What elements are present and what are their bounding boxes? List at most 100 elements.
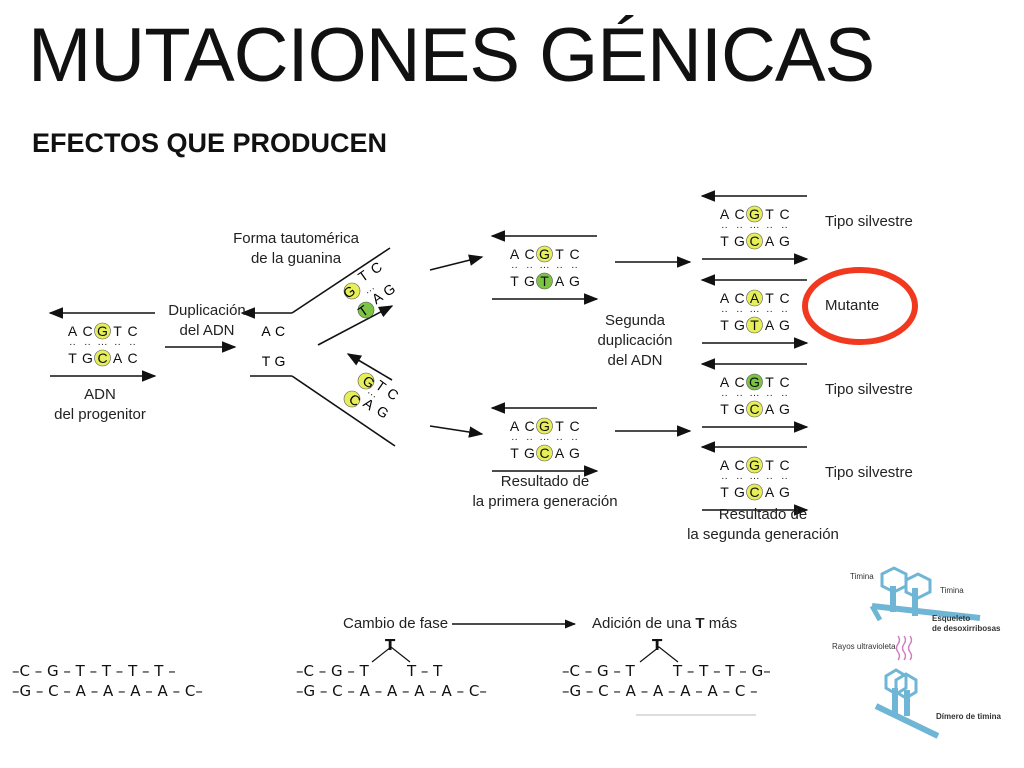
parent-base-top: G xyxy=(97,323,108,339)
fork-base-top: A xyxy=(261,323,271,339)
gen2_1-hbond: ·· xyxy=(721,222,728,233)
fork-lower-arm xyxy=(291,375,396,447)
sequence-1-top: –C – G – T – T – T – T – xyxy=(12,662,176,680)
gen1_bottom-base-top: G xyxy=(539,418,550,434)
gen2_3-base-bottom: G xyxy=(734,401,745,417)
fork-up-base-top: T xyxy=(355,267,372,285)
label-thymine-1: Timina xyxy=(850,572,874,581)
gen1_top-hbond: ·· xyxy=(571,262,578,273)
gen2_2-hbond: ·· xyxy=(736,306,743,317)
gen2_4-base-top: T xyxy=(765,457,774,473)
gen2_4-base-bottom: A xyxy=(765,484,775,500)
gen1_top-base-top: G xyxy=(539,246,550,262)
gen1_bottom-base-bottom: C xyxy=(539,445,549,461)
gen2_4-hbond: ·· xyxy=(736,473,743,484)
gen2_2-highlight-bottom xyxy=(746,316,763,334)
gen1_top-base-bottom: G xyxy=(569,273,580,289)
parent-base-top: A xyxy=(68,323,78,339)
label-wild-type-3: Tipo silvestre xyxy=(825,464,913,481)
gen1_top-base-top: C xyxy=(569,246,579,262)
sequence-1-bottom: –G – C – A – A – A – A – C– xyxy=(12,682,203,700)
divider-line xyxy=(636,714,756,716)
sequence-2-bottom: –G – C – A – A – A – A – C– xyxy=(296,682,487,700)
parent-hbond: ·· xyxy=(69,339,76,350)
gen2_3-base-top: C xyxy=(734,374,744,390)
gen2_4-hbond: ··· xyxy=(750,473,760,484)
gen1_top-highlight-top xyxy=(536,245,553,263)
gen2_3-hbond: ·· xyxy=(781,390,788,401)
sequence-3-top: –C – G – T T – T – T – G– xyxy=(562,662,771,680)
label-wild-type-1: Tipo silvestre xyxy=(825,213,913,230)
parent-hbond: ·· xyxy=(84,339,91,350)
gen1_top-base-top: A xyxy=(510,246,520,262)
gen2_2-base-top: T xyxy=(765,290,774,306)
frameshift-arrows xyxy=(371,619,679,663)
label-second-duplication: Segunda duplicación del ADN xyxy=(597,312,673,369)
sequence-3-bottom: –G – C – A – A – A – A – C – xyxy=(562,682,758,700)
gen1_bottom-base-top: C xyxy=(569,418,579,434)
inserted-t-2: T xyxy=(652,636,663,654)
gen2_1-base-top: G xyxy=(749,206,760,222)
parent-base-bottom: A xyxy=(113,350,123,366)
fork-lower-new-strand xyxy=(346,353,393,381)
gen2_3-hbond: ·· xyxy=(721,390,728,401)
gen1_bottom-hbond: ··· xyxy=(540,434,550,445)
parent-highlight-bottom xyxy=(94,349,111,367)
fork-upper-arm xyxy=(291,247,391,314)
gen2_4-hbond: ·· xyxy=(781,473,788,484)
gen2_1-hbond: ··· xyxy=(750,222,760,233)
gen2_2-hbond: ·· xyxy=(766,306,773,317)
gen1_top-base-bottom: A xyxy=(555,273,565,289)
label-deoxyribose-backbone: Esqueleto de desoxirribosas xyxy=(932,614,1001,633)
label-addition-suffix: más xyxy=(704,615,738,632)
gen2_2-base-bottom: G xyxy=(779,317,790,333)
gen2_4-hbond: ·· xyxy=(721,473,728,484)
gen1_top-hbond: ··· xyxy=(540,262,550,273)
gen2_1-base-bottom: A xyxy=(765,233,775,249)
label-thymine-2: Timina xyxy=(940,586,964,595)
gen1_bottom-base-top: T xyxy=(555,418,564,434)
gen2_1-base-bottom: G xyxy=(734,233,745,249)
gen1_top-base-top: T xyxy=(555,246,564,262)
gen1_top-base-bottom: G xyxy=(524,273,535,289)
fork-down-base-top: C xyxy=(384,384,401,403)
fork-up-highlight-t xyxy=(357,301,375,319)
gen2_2-base-top: C xyxy=(779,290,789,306)
parent-highlight-top xyxy=(94,322,111,340)
label-mutant: Mutante xyxy=(825,297,880,314)
gen2_2-base-top: C xyxy=(734,290,744,306)
gen2_3-base-bottom: G xyxy=(779,401,790,417)
gen2_4-base-top: C xyxy=(734,457,744,473)
parent-base-bottom: G xyxy=(82,350,93,366)
gen2_4-base-bottom: G xyxy=(779,484,790,500)
fork-up-highlight-g xyxy=(343,282,361,300)
label-uv-rays: Rayos ultravioleta xyxy=(832,642,896,651)
gen2_4-base-bottom: C xyxy=(749,484,759,500)
gen2_1-base-bottom: C xyxy=(749,233,759,249)
gen2_3-highlight-top xyxy=(746,373,763,391)
label-addition-bold: T xyxy=(695,615,705,632)
gen1_top-base-bottom: T xyxy=(510,273,519,289)
page-subtitle: EFECTOS QUE PRODUCEN xyxy=(32,128,388,158)
gen2_1-highlight-bottom xyxy=(746,232,763,250)
gen2_1-hbond: ·· xyxy=(736,222,743,233)
gen2_3-base-top: C xyxy=(779,374,789,390)
gen2_1-base-bottom: G xyxy=(779,233,790,249)
gen1_top-base-top: C xyxy=(524,246,534,262)
arrow-to-gen1-top xyxy=(429,254,484,271)
gen2_2-base-bottom: T xyxy=(720,317,729,333)
label-duplication: Duplicación del ADN xyxy=(168,302,246,339)
fork-up-base-top: C xyxy=(367,258,384,277)
gen2_3-base-bottom: A xyxy=(765,401,775,417)
gen1_bottom-base-bottom: T xyxy=(510,445,519,461)
gen1_bottom-highlight-top xyxy=(536,417,553,435)
label-frameshift: Cambio de fase xyxy=(343,615,449,632)
gen2_2-hbond: ·· xyxy=(721,306,728,317)
parent-base-bottom: T xyxy=(68,350,77,366)
gen2_4-hbond: ·· xyxy=(766,473,773,484)
gen2_1-base-bottom: T xyxy=(720,233,729,249)
fork-down-highlight-c xyxy=(343,390,361,408)
gen2_3-hbond: ·· xyxy=(736,390,743,401)
fork-down-highlight-g xyxy=(357,372,375,390)
